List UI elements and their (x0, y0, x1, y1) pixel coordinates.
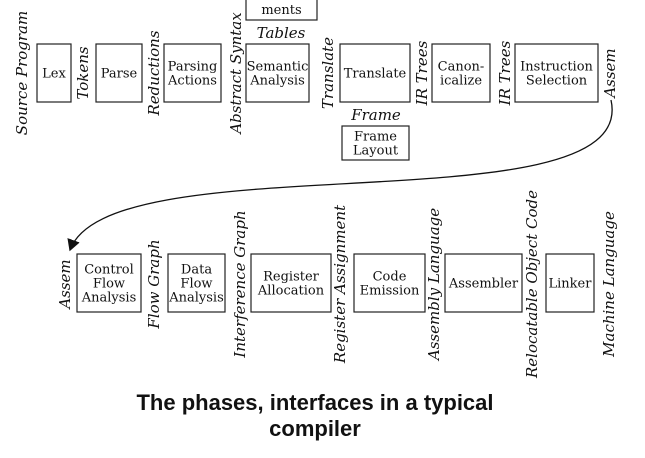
interface-label: Assem (601, 48, 619, 99)
tables-label: Tables (257, 24, 306, 42)
interface-label: IR Trees (413, 40, 431, 106)
interface-label: Assem (56, 259, 74, 310)
phase-box-canonicalize: Canon-icalize (431, 43, 491, 103)
environments-box-label: ments (261, 3, 301, 18)
caption-line-1: The phases, interfaces in a typical (136, 390, 494, 415)
caption-line-2: compiler (269, 416, 361, 441)
interface-label: Translate (319, 37, 337, 109)
interface-label: Tokens (74, 46, 92, 99)
phase-label: Canon- (438, 60, 485, 75)
assem-connector-arrow (67, 99, 613, 252)
box-outline (163, 43, 222, 103)
phase-label: Control (84, 263, 134, 278)
box-outline (95, 43, 143, 103)
box-outline (245, 43, 310, 103)
phase-box-linker: Linker (545, 253, 595, 313)
interface-label: Reductions (145, 30, 163, 116)
box-outline (250, 253, 332, 313)
box-outline (245, 0, 318, 21)
phase-label: Data (181, 263, 212, 278)
box-outline (353, 253, 426, 313)
phase-box-parse: Parse (95, 43, 143, 103)
phase-label: Lex (42, 67, 66, 82)
phase-label: Allocation (257, 284, 325, 299)
interface-label: Flow Graph (145, 239, 163, 329)
phase-label: Instruction (520, 60, 593, 75)
phase-label: Analysis (81, 291, 137, 306)
phase-label: Frame (354, 130, 397, 145)
phase-box-assembler: Assembler (444, 253, 523, 313)
phase-box-lex: Lex (36, 43, 72, 103)
box-outline (514, 43, 599, 103)
phase-label: Code (373, 270, 407, 285)
environments-box: ments (245, 0, 318, 21)
interface-label: Source Program (13, 11, 31, 135)
box-outline (339, 43, 411, 103)
phase-label: Parse (101, 67, 138, 82)
interface-label: Machine Language (600, 211, 618, 358)
box-outline (167, 253, 226, 313)
phase-label: Analysis (249, 74, 305, 89)
phase-label: Layout (353, 144, 399, 159)
phase-label: Flow (180, 277, 212, 292)
phase-label: Linker (549, 277, 593, 292)
box-outline (36, 43, 72, 103)
phase-label: Flow (93, 277, 125, 292)
interface-label: Assembly Language (425, 208, 443, 362)
interface-label: IR Trees (496, 40, 514, 106)
phase-label: Emission (360, 284, 420, 299)
phase-label: Translate (344, 67, 407, 82)
interface-label: Interference Graph (231, 210, 249, 358)
interface-label: Abstract Syntax (227, 12, 245, 136)
phase-label: Register (263, 270, 320, 285)
phase-label: Actions (167, 74, 217, 89)
box-outline (76, 253, 142, 313)
box-outline (545, 253, 595, 313)
interface-label: Relocatable Object Code (523, 190, 541, 379)
phase-box-translate: Translate (339, 43, 411, 103)
phase-label: Selection (526, 74, 588, 89)
frame-label: Frame (350, 106, 401, 124)
phase-label: Assembler (448, 277, 519, 292)
phase-label: icalize (440, 74, 482, 89)
interface-label: Register Assignment (331, 204, 349, 364)
phase-label: Semantic (247, 60, 309, 75)
box-outline (431, 43, 491, 103)
box-outline (444, 253, 523, 313)
phase-label: Analysis (168, 291, 224, 306)
box-outline (341, 125, 410, 161)
phase-label: Parsing (168, 60, 218, 75)
figure-caption: The phases, interfaces in a typical comp… (0, 390, 630, 442)
